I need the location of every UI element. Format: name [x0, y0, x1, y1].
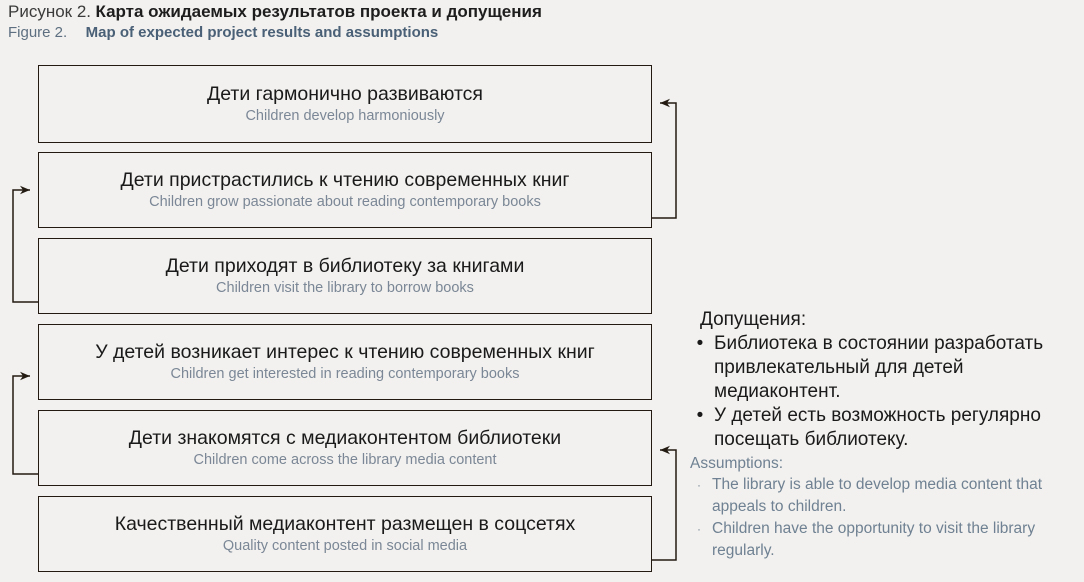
bullet-icon: • — [696, 333, 704, 354]
caption-english-title: Map of expected project results and assu… — [85, 24, 439, 41]
assumptions-english-heading: Assumptions: — [690, 455, 784, 472]
bullet-icon: · — [697, 478, 701, 492]
caption-english-line: Figure 2. Map of expected project result… — [8, 23, 1008, 43]
results-flow-chart: Дети гармонично развиваются Children dev… — [12, 65, 677, 572]
result-box-children-develop[interactable]: Дети гармонично развиваются Children dev… — [38, 65, 652, 143]
caption-russian-title: Карта ожидаемых результатов проекта и до… — [95, 2, 542, 21]
assumptions-panel: Допущения: • Библиотека в состоянии разр… — [686, 308, 1078, 562]
result-box-english-text: Children grow passionate about reading c… — [149, 194, 541, 210]
result-box-russian-text: Качественный медиаконтент размещен в соц… — [114, 513, 576, 535]
result-box-russian-text: У детей возникает интерес к чтению совре… — [95, 341, 595, 363]
result-box-russian-text: Дети пристрастились к чтению современных… — [120, 169, 570, 191]
bullet-icon: • — [696, 405, 704, 426]
result-box-passionate-reading[interactable]: Дети пристрастились к чтению современных… — [38, 152, 652, 228]
connector-b2-to-b1 — [652, 98, 677, 219]
result-box-visit-library[interactable]: Дети приходят в библиотеку за книгами Ch… — [38, 238, 652, 314]
result-box-english-text: Children come across the library media c… — [193, 452, 497, 468]
caption-english-label: Figure 2. — [8, 24, 68, 41]
figure-caption: Рисунок 2. Карта ожидаемых результатов п… — [8, 2, 1008, 43]
result-box-media-content-discovery[interactable]: Дети знакомятся с медиаконтентом библиот… — [38, 410, 652, 486]
result-box-english-text: Quality content posted in social media — [222, 538, 468, 554]
assumption-text: У детей есть возможность регулярно посещ… — [714, 405, 1041, 450]
bullet-icon: · — [697, 522, 701, 536]
result-box-english-text: Children visit the library to borrow boo… — [216, 280, 474, 296]
result-box-russian-text: Дети гармонично развиваются — [207, 83, 483, 105]
result-box-quality-content-posted[interactable]: Качественный медиаконтент размещен в соц… — [38, 496, 652, 572]
assumption-item-ru-1: • Библиотека в состоянии разработать при… — [686, 332, 1078, 404]
assumption-text: Children have the opportunity to visit t… — [712, 520, 1036, 559]
connector-b6-to-b5 — [652, 445, 677, 561]
result-box-english-text: Children get interested in reading conte… — [170, 366, 520, 382]
result-box-russian-text: Дети знакомятся с медиаконтентом библиот… — [128, 427, 562, 449]
caption-russian-label: Рисунок 2. — [8, 2, 92, 21]
assumption-item-en-2: · Children have the opportunity to visit… — [686, 518, 1078, 562]
assumption-item-ru-2: • У детей есть возможность регулярно пос… — [686, 404, 1078, 452]
result-box-english-text: Children develop harmoniously — [245, 108, 445, 124]
result-box-russian-text: Дети приходят в библиотеку за книгами — [165, 255, 525, 277]
assumption-item-en-1: · The library is able to develop media c… — [686, 474, 1078, 518]
connector-b3-to-b2 — [12, 185, 38, 303]
assumption-text: Библиотека в состоянии разработать привл… — [714, 333, 1044, 402]
assumption-text: The library is able to develop media con… — [712, 476, 1042, 515]
caption-russian-line: Рисунок 2. Карта ожидаемых результатов п… — [8, 2, 1008, 23]
connector-b5-to-b4 — [12, 371, 38, 475]
result-box-get-interested[interactable]: У детей возникает интерес к чтению совре… — [38, 324, 652, 400]
assumptions-russian-heading: Допущения: — [700, 309, 807, 330]
